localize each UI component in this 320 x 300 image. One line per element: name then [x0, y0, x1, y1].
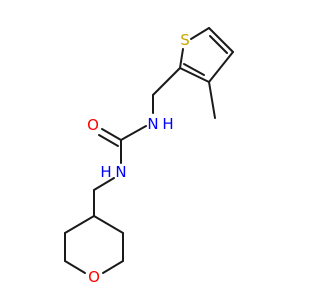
lower-nitrogen-hydrogen-label: H	[100, 163, 111, 181]
upper-nitrogen-hydrogen-label: H	[162, 115, 173, 133]
bond-oxane-o-c6	[64, 260, 86, 274]
molecule-structure: S O N H N H O	[0, 0, 300, 300]
bond-c5-c4-inner	[209, 35, 228, 54]
bonds	[64, 27, 234, 274]
bond-c3-methyl	[208, 81, 216, 119]
upper-nitrogen-label: N	[147, 115, 158, 133]
bond-c5-c4	[208, 27, 234, 53]
sulfur-atom-label: S	[180, 31, 190, 49]
bond-oxane-c4-c3	[93, 215, 124, 234]
bond-oxane-c2-o	[102, 260, 124, 274]
carbonyl-oxygen-label: O	[87, 116, 99, 134]
bond-n-lower-ch2	[93, 177, 115, 191]
ring-oxygen-label: O	[88, 268, 100, 286]
bond-carbonyl-o	[101, 128, 122, 141]
bond-c3-c2-inner	[183, 63, 205, 76]
bond-oxane-c5-c4	[64, 215, 95, 234]
bond-s-c5	[190, 27, 210, 40]
bond-c3-c2	[179, 67, 210, 83]
canvas-background	[0, 0, 300, 300]
atom-labels: S O N H N H O	[87, 31, 190, 286]
bond-c2-ch2	[152, 67, 181, 96]
bond-carbonyl-o-double	[98, 134, 119, 147]
bond-c4-c3	[208, 51, 234, 83]
lower-nitrogen-label: N	[115, 163, 126, 181]
bond-n-upper-carbonyl	[120, 125, 147, 141]
bond-c2-s	[179, 48, 184, 69]
